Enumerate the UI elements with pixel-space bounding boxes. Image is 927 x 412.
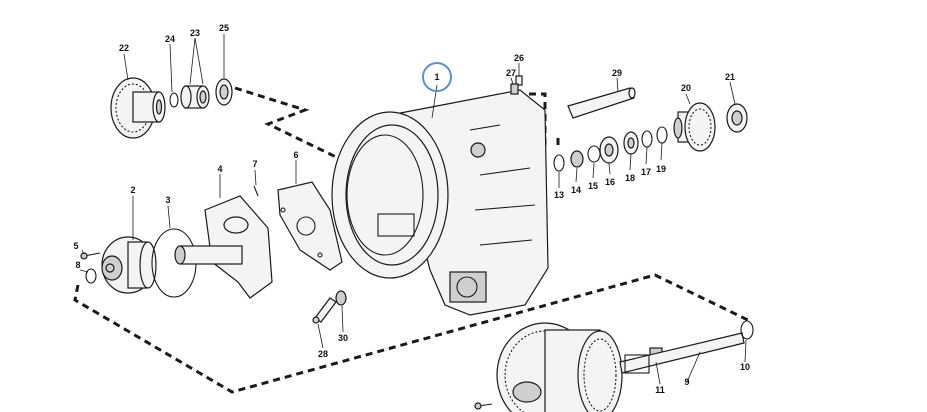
callout-22[interactable]: 22 xyxy=(119,43,129,53)
callout-16[interactable]: 16 xyxy=(605,177,615,187)
part-25-bearing[interactable] xyxy=(215,78,233,106)
callout-20[interactable]: 20 xyxy=(681,83,691,93)
part-27-fitting[interactable] xyxy=(510,83,519,95)
part-9-input-shaft[interactable] xyxy=(619,332,745,374)
callout-24[interactable]: 24 xyxy=(165,34,175,44)
callout-1[interactable]: 1 xyxy=(434,72,439,82)
callout-25[interactable]: 25 xyxy=(219,23,229,33)
part-4-stator-support[interactable] xyxy=(174,195,273,299)
bolt-fragment xyxy=(474,402,493,410)
leader-lines xyxy=(79,34,747,385)
part-16-bearing[interactable] xyxy=(599,136,619,164)
callout-19[interactable]: 19 xyxy=(656,164,666,174)
part-23-bearing[interactable] xyxy=(180,85,210,109)
callout-8[interactable]: 8 xyxy=(75,260,80,270)
callout-17[interactable]: 17 xyxy=(641,167,651,177)
callout-13[interactable]: 13 xyxy=(554,190,564,200)
part-22-gear[interactable] xyxy=(110,77,166,139)
callout-10[interactable]: 10 xyxy=(740,362,750,372)
part-29-shaft[interactable] xyxy=(567,87,636,119)
part-5-bolt[interactable] xyxy=(80,252,101,260)
part-30-nut[interactable] xyxy=(335,290,347,306)
part-15-washer[interactable] xyxy=(587,145,601,163)
callout-29[interactable]: 29 xyxy=(612,68,622,78)
torque-converter-assembly[interactable] xyxy=(496,322,623,412)
part-7-pin[interactable] xyxy=(253,185,259,197)
callout-11[interactable]: 11 xyxy=(655,385,665,395)
part-17-ring[interactable] xyxy=(641,130,653,148)
callout-28[interactable]: 28 xyxy=(318,349,328,359)
part-18-bearing[interactable] xyxy=(623,131,639,155)
callout-27[interactable]: 27 xyxy=(506,68,516,78)
part-6-gasket[interactable] xyxy=(277,181,343,271)
callout-3[interactable]: 3 xyxy=(165,195,170,205)
part-10-washer[interactable] xyxy=(740,320,754,340)
callout-9[interactable]: 9 xyxy=(684,377,689,387)
part-28-sensor[interactable] xyxy=(312,297,337,324)
part-24-ring[interactable] xyxy=(169,92,179,108)
callout-26[interactable]: 26 xyxy=(514,53,524,63)
callout-6[interactable]: 6 xyxy=(293,150,298,160)
callout-23[interactable]: 23 xyxy=(190,28,200,38)
part-19-ring[interactable] xyxy=(656,126,668,144)
callout-30[interactable]: 30 xyxy=(338,333,348,343)
callout-5[interactable]: 5 xyxy=(73,241,78,251)
callout-18[interactable]: 18 xyxy=(625,173,635,183)
part-1-transmission-housing[interactable] xyxy=(331,89,549,316)
callout-4[interactable]: 4 xyxy=(217,164,222,174)
highlight-circle xyxy=(422,62,452,92)
part-14-nut[interactable] xyxy=(570,150,584,168)
callout-7[interactable]: 7 xyxy=(252,159,257,169)
part-2-pump[interactable] xyxy=(101,236,157,294)
callout-14[interactable]: 14 xyxy=(571,185,581,195)
part-21-bearing[interactable] xyxy=(726,103,748,133)
part-8-washer[interactable] xyxy=(85,268,97,284)
callout-15[interactable]: 15 xyxy=(588,181,598,191)
part-20-gear[interactable] xyxy=(673,102,716,152)
callout-2[interactable]: 2 xyxy=(130,185,135,195)
callout-21[interactable]: 21 xyxy=(725,72,735,82)
part-13-washer[interactable] xyxy=(553,154,565,172)
callout-labels: 1 2 3 4 5 6 7 8 9 10 11 13 14 15 16 18 1… xyxy=(73,23,750,395)
